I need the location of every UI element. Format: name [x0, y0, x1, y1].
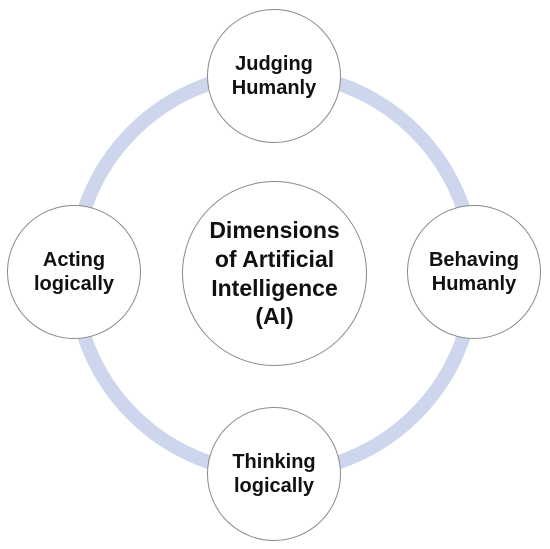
node-judging-humanly: Judging Humanly	[207, 9, 341, 143]
node-behaving-humanly: Behaving Humanly	[407, 205, 541, 339]
node-acting-logically: Acting logically	[7, 205, 141, 339]
center-node-dimensions-of-ai: Dimensions of Artificial Intelligence (A…	[182, 181, 367, 366]
node-thinking-logically: Thinking logically	[207, 407, 341, 541]
